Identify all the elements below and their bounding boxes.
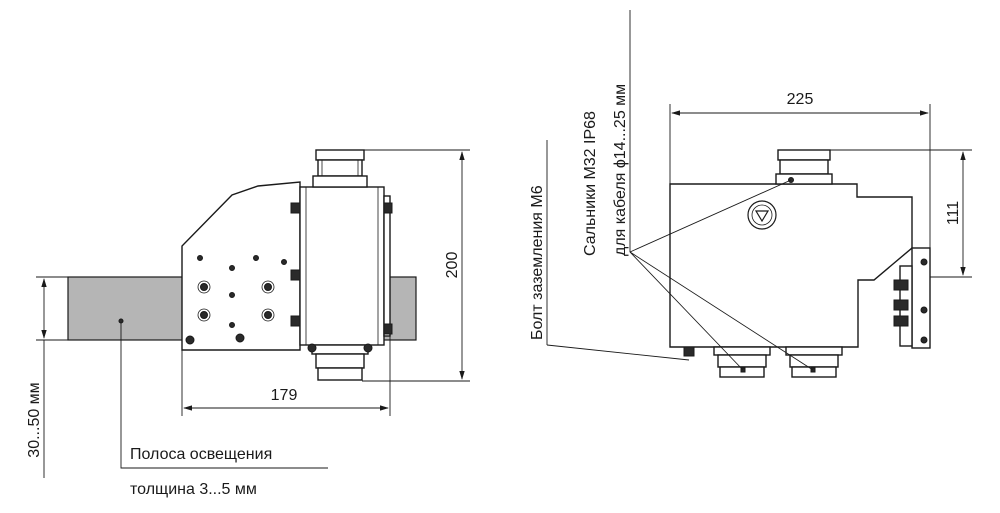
cable-gland-bottom-left (713, 346, 771, 378)
dimension-111: 111 (945, 201, 962, 225)
cable-gland-top-front (775, 149, 833, 185)
strip-label-line1: Полоса освещения (130, 446, 272, 463)
cable-gland-bottom-right (785, 346, 843, 378)
dimension-225: 225 (787, 91, 814, 108)
cable-gland-bottom (307, 343, 373, 381)
gland-leader-lines (629, 10, 814, 371)
bracket-holes (185, 255, 287, 345)
plate-bolts (893, 258, 928, 344)
cable-gland-top (312, 149, 368, 188)
strip-label-line2: толщина 3...5 мм (130, 481, 257, 498)
grounding-leader-line (546, 344, 690, 361)
front-view: 225 111 Болт заземления М6 Сальники М32 … (529, 10, 972, 378)
mounting-bracket (181, 181, 301, 351)
strip-center-dot (118, 318, 124, 324)
glands-label-line1: Сальники М32 IP68 (582, 111, 599, 256)
grounding-bolt-label: Болт заземления М6 (529, 185, 546, 340)
triangle-emblem-icon (747, 200, 777, 230)
junction-box-side (299, 186, 385, 346)
dimension-strip-thickness: 30...50 мм (26, 382, 43, 457)
dimension-200: 200 (444, 252, 461, 279)
dimension-179: 179 (271, 387, 298, 404)
side-view: 200 179 30...50 мм Полоса освещения толщ… (26, 149, 470, 498)
junction-box-front (669, 183, 913, 348)
strip-leader-line (120, 323, 328, 469)
glands-label-line2: для кабеля ϕ14...25 мм (612, 84, 629, 256)
grounding-bolt (683, 346, 695, 357)
